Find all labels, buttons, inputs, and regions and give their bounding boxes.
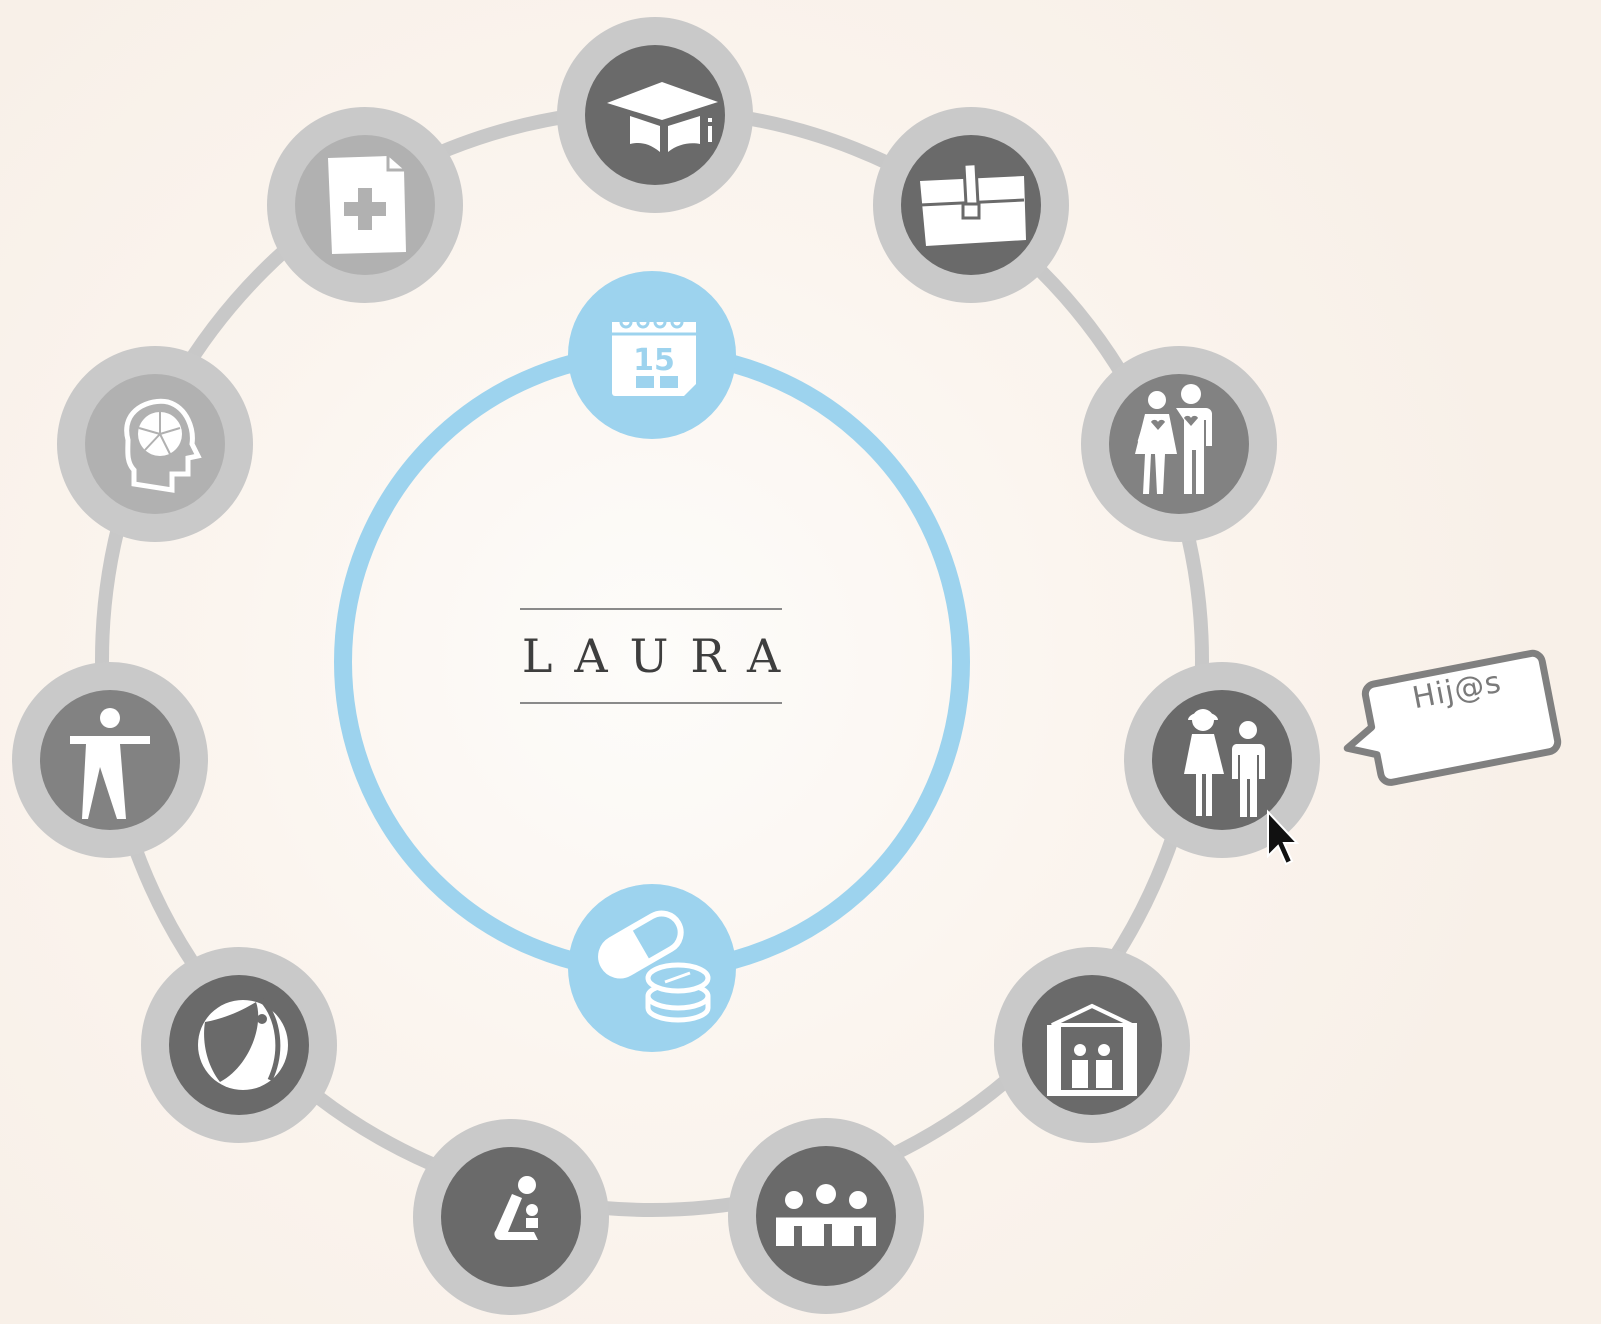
person-name: LAURA [520,608,782,704]
caregiving-node[interactable] [413,1119,609,1315]
medical-document-icon [328,156,406,254]
children-node[interactable] [1124,662,1320,858]
medication-node[interactable] [568,884,736,1052]
friends-node[interactable] [728,1118,924,1314]
briefcase-icon [919,162,1026,246]
calendar-node[interactable]: 15 [568,271,736,439]
graduation-cap-book-icon [607,82,718,152]
family-home-node[interactable] [994,947,1190,1143]
mental-health-node[interactable] [57,346,253,542]
tooltip-bubble [1343,649,1562,786]
family-house-icon [1047,1003,1137,1096]
partner-node[interactable] [1081,346,1277,542]
calendar-icon: 15 [612,315,696,396]
couple-icon [1135,384,1212,494]
beach-ball-icon [198,998,288,1090]
calendar-day: 15 [633,343,675,378]
friends-group-icon [776,1184,876,1246]
leisure-node[interactable] [141,947,337,1143]
kneeling-child-icon [494,1176,538,1240]
pills-icon [598,910,711,1023]
education-node[interactable] [557,17,753,213]
medical-node[interactable] [267,107,463,303]
physical-node[interactable] [12,662,208,858]
children-icon [1184,709,1265,817]
head-brain-icon [124,398,202,493]
work-node[interactable] [873,107,1069,303]
body-figure-icon [70,708,150,819]
mouse-cursor-icon [1267,809,1300,866]
